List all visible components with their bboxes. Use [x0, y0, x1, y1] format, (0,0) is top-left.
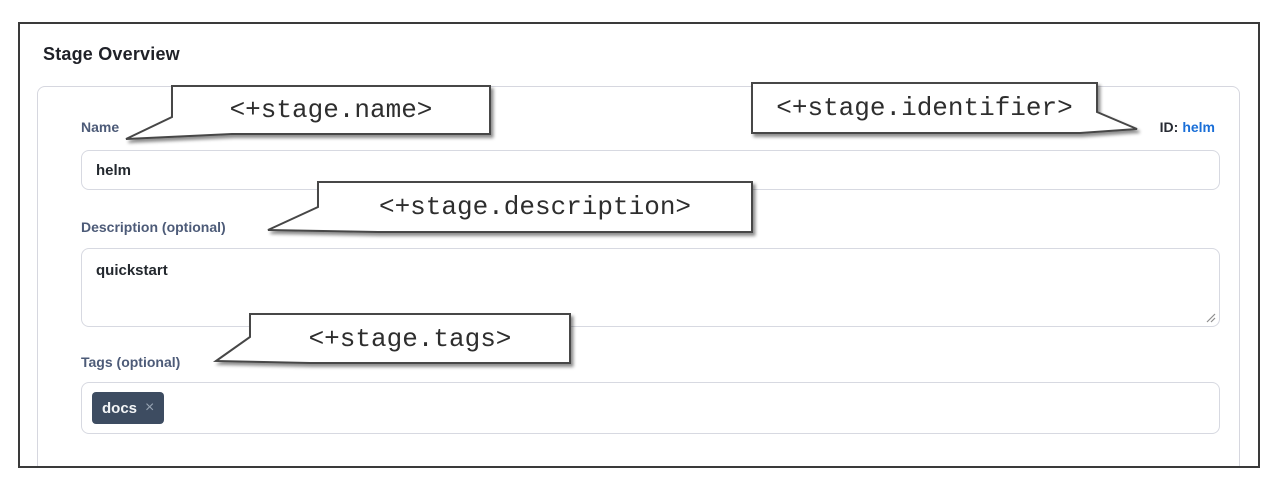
tag-chip-text: docs	[102, 399, 138, 417]
tags-input[interactable]: docs ×	[81, 382, 1220, 434]
screenshot-frame: Stage Overview Name ID:helm helm Descrip…	[18, 22, 1260, 468]
tags-label: Tags (optional)	[81, 354, 181, 370]
description-label: Description (optional)	[81, 219, 226, 235]
resize-handle-icon[interactable]	[1204, 311, 1216, 323]
name-input[interactable]: helm	[81, 150, 1220, 190]
description-textarea-value: quickstart	[96, 262, 168, 279]
page-title: Stage Overview	[43, 44, 180, 64]
stage-id-value: helm	[1182, 119, 1215, 135]
stage-id: ID:helm	[1160, 119, 1215, 135]
stage-id-label: ID:	[1159, 119, 1179, 135]
tag-chip-docs: docs ×	[92, 392, 165, 424]
remove-tag-icon[interactable]: ×	[145, 399, 155, 416]
description-textarea[interactable]: quickstart	[81, 248, 1220, 327]
name-label: Name	[81, 119, 120, 135]
name-input-value: helm	[96, 161, 132, 179]
